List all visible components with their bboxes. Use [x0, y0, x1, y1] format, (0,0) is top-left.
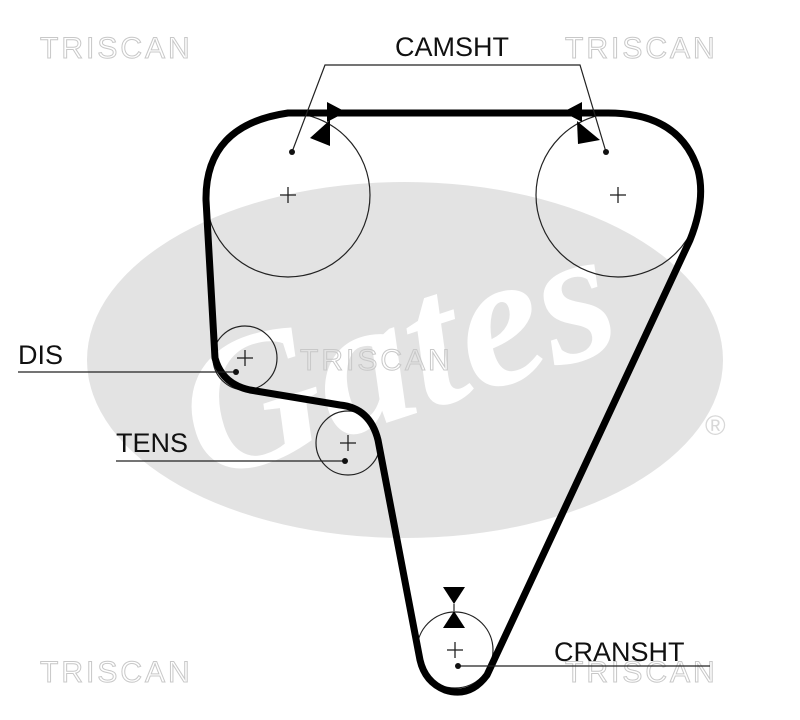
- crankshaft-label: CRANSHT: [554, 637, 685, 667]
- camshaft-right-mark-arrow: [563, 102, 582, 122]
- distributor-label: DIS: [18, 340, 63, 370]
- camshaft-right-mark: [577, 121, 600, 144]
- camshaft-left-mark-arrow: [327, 102, 346, 122]
- triscan-watermark-top-right: TRISCAN: [565, 32, 718, 65]
- camshaft-left-mark: [310, 120, 330, 146]
- triscan-watermarks: TRISCAN TRISCAN TRISCAN TRISCAN TRISCAN: [40, 32, 718, 690]
- labels: CAMSHT DIS TENS CRANSHT: [18, 32, 685, 667]
- gates-logo-watermark: Gates ®: [87, 182, 726, 538]
- triscan-watermark-bottom-right: TRISCAN: [565, 656, 718, 689]
- gates-logo-oval: [87, 182, 723, 538]
- registered-mark: ®: [705, 410, 726, 441]
- triscan-watermark-center: TRISCAN: [300, 344, 453, 377]
- crankshaft-mark-bottom: [443, 611, 465, 628]
- tensioner-label: TENS: [116, 428, 188, 458]
- triscan-watermark-top-left: TRISCAN: [40, 32, 193, 65]
- timing-belt: [202, 109, 705, 696]
- camshaft-label: CAMSHT: [395, 32, 509, 62]
- leader-lines: [18, 64, 710, 669]
- timing-marks: [310, 102, 600, 628]
- triscan-watermark-bottom-left: TRISCAN: [40, 656, 193, 689]
- crankshaft-mark-top: [443, 587, 465, 604]
